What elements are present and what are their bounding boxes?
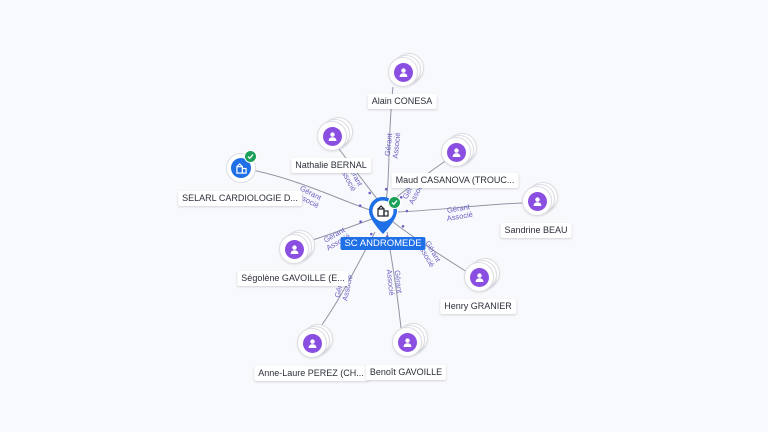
avatar xyxy=(441,137,471,167)
edge-role-gerant: Gérant xyxy=(393,270,404,295)
person-icon xyxy=(393,62,413,82)
edge-role-gerant: Gérant xyxy=(383,132,394,157)
node-label[interactable]: Sandrine BEAU xyxy=(500,223,572,238)
node-label[interactable]: Ségolène GAVOILLE (E... xyxy=(237,271,349,286)
edge-arrow-sandrine xyxy=(405,209,409,213)
person-icon xyxy=(322,126,342,146)
edge-arrow-nathalie xyxy=(368,191,372,195)
edge-role-associe: Associé xyxy=(385,269,397,296)
company-avatar[interactable] xyxy=(226,150,257,183)
avatar xyxy=(297,328,327,358)
edge-arrow-alain xyxy=(384,187,388,191)
avatar xyxy=(522,186,552,216)
edge-role-associe: Associé xyxy=(391,132,403,159)
edge-arrow-henry xyxy=(401,225,405,228)
central-company-label[interactable]: SC ANDROMEDE xyxy=(340,237,426,250)
person-icon xyxy=(527,191,547,211)
person-icon xyxy=(284,239,304,259)
avatar xyxy=(392,327,422,357)
check-icon xyxy=(388,196,401,209)
edge-arrow-maud xyxy=(399,196,403,199)
avatar xyxy=(317,121,347,151)
edge-role-associe: Associé xyxy=(446,210,473,223)
check-icon xyxy=(244,150,257,163)
node-label[interactable]: Anne-Laure PEREZ (CH... xyxy=(254,366,368,381)
person-icon xyxy=(446,142,466,162)
edge-role-gerant: Gérant xyxy=(446,202,471,215)
node-label[interactable]: Henry GRANIER xyxy=(440,299,516,314)
edge-henry xyxy=(392,221,468,273)
node-label[interactable]: Benoît GAVOILLE xyxy=(365,365,447,380)
edge-arrow-selarl xyxy=(358,204,362,207)
person-icon xyxy=(302,333,322,353)
avatar xyxy=(464,262,494,292)
edge-arrow-segolene xyxy=(359,220,362,223)
node-label[interactable]: Nathalie BERNAL xyxy=(291,158,371,173)
edge-sandrine xyxy=(397,202,524,213)
avatar xyxy=(279,234,309,264)
edge-nathalie xyxy=(338,148,379,201)
node-label[interactable]: Alain CONESA xyxy=(367,94,437,109)
person-icon xyxy=(397,332,417,352)
edge-arrow-annelaure xyxy=(370,232,373,236)
building-icon xyxy=(231,158,251,178)
node-label[interactable]: SELARL CARDIOLOGIE D... xyxy=(178,191,302,206)
building-icon xyxy=(377,205,389,217)
node-label[interactable]: Maud CASANOVA (TROUC... xyxy=(391,173,519,188)
central-company-node[interactable] xyxy=(368,196,401,236)
person-icon xyxy=(469,267,489,287)
avatar xyxy=(388,57,418,87)
